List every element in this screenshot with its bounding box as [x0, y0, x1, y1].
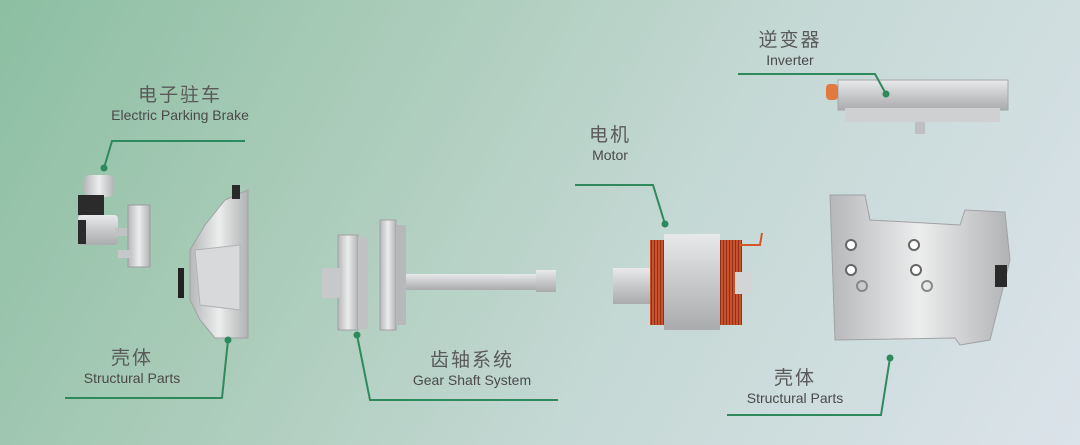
inverter-part	[826, 79, 1009, 134]
leader-dot-inverter	[882, 90, 890, 98]
label-zh: 电子驻车	[137, 84, 222, 106]
leader-line-housing-left	[65, 339, 229, 399]
leader-line-epb	[103, 140, 245, 169]
leader-dot-housing-left	[224, 336, 232, 344]
label-zh: 逆变器	[758, 29, 822, 51]
left-housing-part	[178, 185, 249, 339]
label-en: Inverter	[766, 52, 814, 68]
label-en: Motor	[592, 147, 628, 163]
leader-line-inverter	[738, 73, 887, 95]
leader-line-housing-right	[727, 357, 891, 416]
leader-dot-housing-right	[886, 354, 894, 362]
label-zh: 电机	[588, 124, 632, 146]
label-en: Gear Shaft System	[412, 372, 532, 388]
leader-dot-motor	[661, 220, 669, 228]
label-motor: 电机 Motor	[589, 124, 631, 164]
gear-shaft-part	[322, 219, 556, 331]
label-zh: 齿轴系统	[429, 349, 514, 371]
label-en: Structural Parts	[83, 370, 181, 386]
leader-dot-gear-shaft	[353, 331, 361, 339]
leader-line-gear-shaft	[356, 334, 558, 401]
label-en: Electric Parking Brake	[111, 107, 249, 123]
leader-line-motor	[575, 184, 666, 225]
label-epb: 电子驻车 Electric Parking Brake	[111, 84, 249, 124]
label-gear-shaft: 齿轴系统 Gear Shaft System	[413, 349, 531, 389]
electric-parking-brake-part	[78, 175, 151, 268]
label-housing-right: 壳体 Structural Parts	[747, 367, 843, 407]
label-housing-left: 壳体 Structural Parts	[84, 347, 180, 387]
label-inverter: 逆变器 Inverter	[758, 29, 821, 69]
label-en: Structural Parts	[746, 390, 844, 406]
motor-part	[613, 232, 763, 330]
label-zh: 壳体	[773, 367, 817, 389]
leader-dot-epb	[100, 164, 108, 172]
right-housing-part	[829, 194, 1011, 346]
label-zh: 壳体	[110, 347, 154, 369]
